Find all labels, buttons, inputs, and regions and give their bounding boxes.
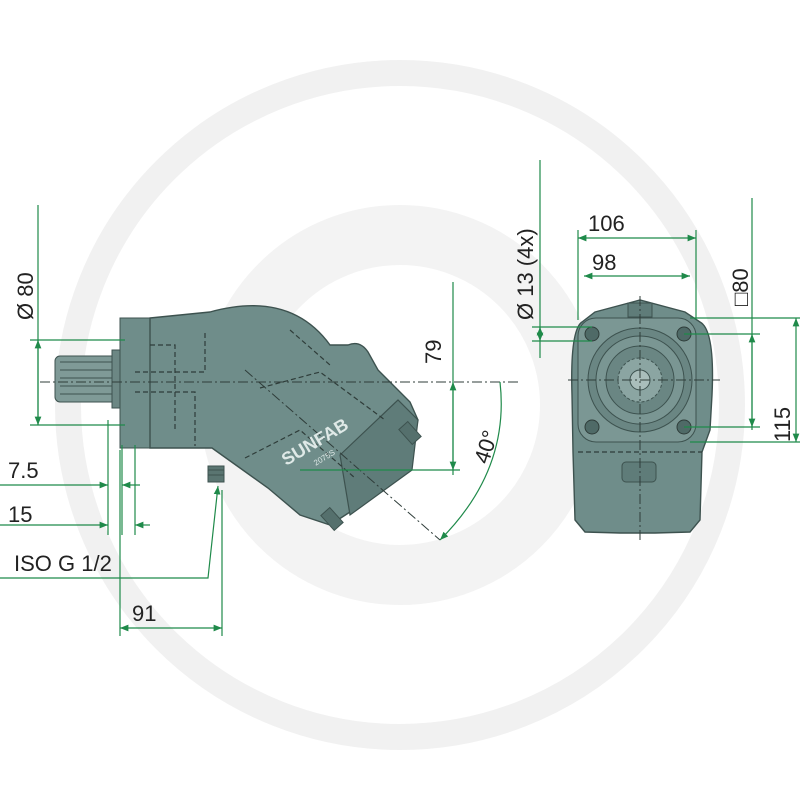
dim-91: 91: [132, 601, 156, 626]
dimension-lines: [0, 160, 800, 636]
mounting-flange: [119, 317, 151, 449]
dim-bolt-holes: Ø 13 (4x): [513, 228, 538, 320]
dim-square-80: □80: [728, 268, 753, 306]
front-view-pump: [568, 296, 720, 540]
spline-shaft: [54, 349, 125, 409]
dim-15: 15: [8, 502, 32, 527]
dim-angle-40: 40°: [469, 427, 503, 466]
front-drain-port: [621, 461, 657, 483]
dim-79: 79: [421, 340, 446, 364]
dim-98: 98: [592, 250, 616, 275]
dim-diameter-80: Ø 80: [13, 272, 38, 320]
port-flange: [339, 399, 419, 517]
dim-115: 115: [770, 407, 795, 442]
dim-7-5: 7.5: [8, 458, 39, 483]
drain-port: [207, 465, 225, 483]
dim-iso-port: ISO G 1/2: [14, 551, 112, 576]
dim-106: 106: [588, 211, 625, 236]
dimension-labels: Ø 80 79 40° 7.5 15 ISO G 1/2 91 Ø 13 (4x…: [8, 211, 795, 626]
